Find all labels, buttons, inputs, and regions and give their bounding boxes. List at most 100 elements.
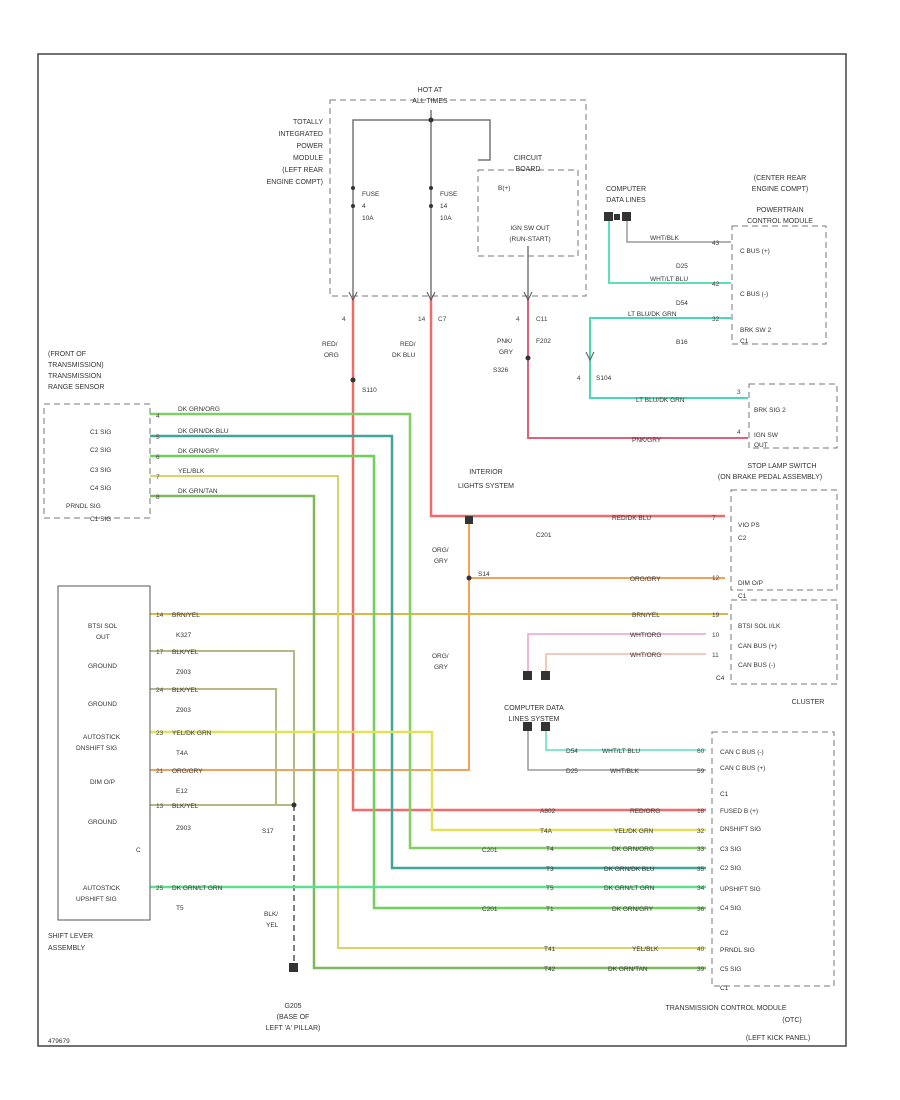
wire-dkgrn-gry <box>150 454 706 910</box>
wire-tcm-can-minus <box>545 728 706 751</box>
trs-p5: 8 <box>156 494 160 501</box>
trs-w2: DK GRN/DK BLU <box>178 428 229 435</box>
wire-red-org <box>351 298 706 812</box>
brake-wire-1: LT BLU/DK GRN <box>636 397 685 404</box>
trs-pin-1: C1 SIG <box>90 429 111 436</box>
trs-pin-4: C4 SIG <box>90 485 111 492</box>
svg-text:GROUND: GROUND <box>88 663 117 670</box>
pcm-w3: LT BLU/DK GRN <box>628 311 677 318</box>
shifter-wire-labels: BRN/YEL BLK/YEL BLK/YEL YEL/DK GRN ORG/G… <box>172 612 223 892</box>
svg-text:DK GRN/TAN: DK GRN/TAN <box>608 966 648 973</box>
stop-lamp-pin-3: DIM O/P <box>738 580 763 587</box>
brake-p1: 3 <box>737 389 741 396</box>
tipm-conn-3 <box>523 291 533 302</box>
trs-w5: DK GRN/TAN <box>178 488 218 495</box>
svg-text:C4 SIG: C4 SIG <box>720 905 741 912</box>
cdl-top-2: DATA LINES <box>606 197 646 204</box>
wire-org-gry-dim <box>468 520 725 579</box>
svg-text:13: 13 <box>156 803 164 810</box>
cdl-top-conn-2 <box>622 212 631 221</box>
trs-w3: DK GRN/GRY <box>178 448 220 455</box>
pcm-title-4: CONTROL MODULE <box>747 218 813 225</box>
cluster-pin-2: CAN BUS (+) <box>738 643 777 650</box>
pcm-pin-3: BRK SW 2 <box>740 327 771 334</box>
svg-text:RED/ORG: RED/ORG <box>630 808 660 815</box>
cdl-top-conn-1 <box>604 212 613 221</box>
hot-label-1: HOT AT <box>418 87 443 94</box>
wire-wht-ltblu-pcm <box>608 218 731 284</box>
svg-text:C2 SIG: C2 SIG <box>720 865 741 872</box>
cluster-can-conn-1 <box>523 671 532 680</box>
tipm-c2: 14 <box>418 316 426 323</box>
stop-lamp-c201: C201 <box>536 532 552 539</box>
cluster-label: CLUSTER <box>792 699 825 706</box>
svg-text:GROUND: GROUND <box>88 819 117 826</box>
cluster-w2: WHT/ORG <box>630 632 661 639</box>
svg-text:DK GRN/LT GRN: DK GRN/LT GRN <box>604 885 655 892</box>
s326-wire-1: PNK/ <box>497 338 512 345</box>
pcm-p3: 32 <box>712 316 720 323</box>
stop-lamp-box <box>730 489 838 591</box>
shifter-conn: C <box>136 847 141 854</box>
dim-wire: ORG/GRY <box>630 576 661 583</box>
svg-text:32: 32 <box>697 828 705 835</box>
svg-text:PRNDL SIG: PRNDL SIG <box>720 947 755 954</box>
svg-text:T4: T4 <box>546 846 554 853</box>
s14-node <box>466 575 472 581</box>
s17-node <box>291 802 297 808</box>
pcm-pin-1: C BUS (+) <box>740 248 770 255</box>
wire-blk-yel-1 <box>150 650 295 805</box>
dim-pin: 12 <box>712 575 720 582</box>
tipm-title: TOTALLY INTEGRATED POWER MODULE (LEFT RE… <box>267 119 324 186</box>
cdls-1: COMPUTER DATA <box>504 705 564 712</box>
pcm-p1: 43 <box>712 240 720 247</box>
cdls-conn-2 <box>541 722 550 731</box>
svg-text:17: 17 <box>156 649 164 656</box>
trs-pin-2: C2 SIG <box>90 447 111 454</box>
svg-text:MODULE: MODULE <box>293 155 323 162</box>
svg-text:DIM O/P: DIM O/P <box>90 779 115 786</box>
svg-text:21: 21 <box>156 768 164 775</box>
svg-text:C5 SIG: C5 SIG <box>720 966 741 973</box>
org-gry-1a: ORG/ <box>432 547 449 554</box>
trs-w4: YEL/BLK <box>178 468 205 475</box>
relay-label-1: IGN SW OUT <box>510 225 549 232</box>
trs-p3: 6 <box>156 454 160 461</box>
svg-text:DK GRN/GRY: DK GRN/GRY <box>612 906 654 913</box>
wire-wht-org-2 <box>545 653 706 672</box>
cluster-p1: 19 <box>712 612 720 619</box>
svg-text:T3: T3 <box>546 866 554 873</box>
svg-text:INTEGRATED: INTEGRATED <box>278 131 323 138</box>
svg-text:WHT/BLK: WHT/BLK <box>610 768 640 775</box>
stop-lamp-wire: RED/DK BLU <box>612 515 651 522</box>
brake-wire-2: PNK/GRY <box>632 437 662 444</box>
shifter-box <box>57 585 151 921</box>
diagram-id: 479679 <box>48 1038 70 1045</box>
ground-id: G205 <box>284 1003 301 1010</box>
svg-text:T5: T5 <box>176 905 184 912</box>
svg-text:ORG/GRY: ORG/GRY <box>172 768 203 775</box>
svg-text:23: 23 <box>156 730 164 737</box>
brake-pin-1: BRK SIG 2 <box>754 407 786 414</box>
org-gry-1b: GRY <box>434 558 449 565</box>
s326-wire-2: GRY <box>499 349 514 356</box>
wire-wht-org-1 <box>527 633 706 672</box>
trs-p1: 4 <box>156 413 160 420</box>
tcm-c201-1: C201 <box>482 847 498 854</box>
svg-text:Z903: Z903 <box>176 707 191 714</box>
svg-text:T4A: T4A <box>540 828 553 835</box>
fuse2-bottom-node <box>429 204 433 208</box>
svg-text:DK GRN/LT GRN: DK GRN/LT GRN <box>172 885 223 892</box>
fuse2-amp: 10A <box>440 215 452 222</box>
diagram-border <box>37 53 847 1047</box>
svg-text:OUT: OUT <box>96 634 110 641</box>
s104-label: S104 <box>596 375 612 382</box>
pcm-p2: 42 <box>712 281 720 288</box>
s14-label: S14 <box>478 571 490 578</box>
cluster-pin-1: BTSI SOL I/LK <box>738 623 781 630</box>
hot-label-2: ALL TIMES <box>412 98 448 105</box>
cdl-top-conn-3 <box>614 214 620 220</box>
ground-terminal <box>289 963 298 972</box>
cluster-w1: BRN/YEL <box>632 612 660 619</box>
